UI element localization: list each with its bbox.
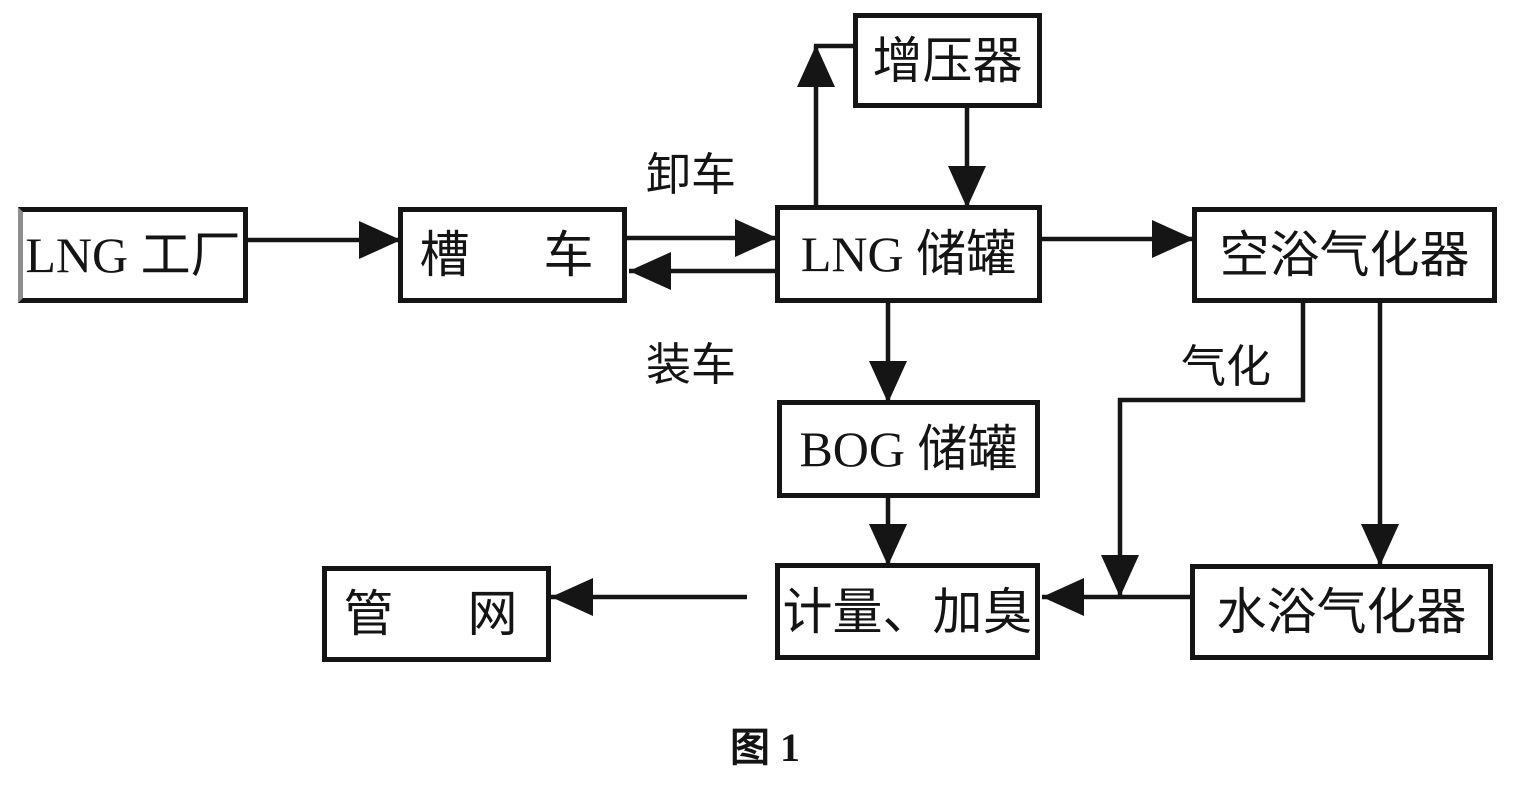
- node-bog-storage-tank: BOG 储罐: [777, 400, 1040, 498]
- node-lng-plant: LNG 工厂: [18, 207, 248, 303]
- label-loading: 装车: [646, 340, 737, 390]
- node-lng-storage-tank: LNG 储罐: [775, 205, 1042, 303]
- figure-caption: 图 1: [730, 725, 800, 770]
- label-unloading: 卸车: [646, 150, 737, 200]
- node-metering-odorizing: 计量、加臭: [775, 563, 1040, 660]
- node-water-bath-vaporizer: 水浴气化器: [1190, 564, 1493, 660]
- node-pipe-network: 管 网: [322, 566, 551, 662]
- node-tank-truck: 槽 车: [398, 207, 627, 303]
- label-vaporization: 气化: [1181, 342, 1272, 392]
- node-air-bath-vaporizer: 空浴气化器: [1192, 207, 1497, 303]
- node-booster: 增压器: [853, 13, 1042, 108]
- arrow-air-vaporizer-to-metering-vaporization: [1101, 303, 1306, 597]
